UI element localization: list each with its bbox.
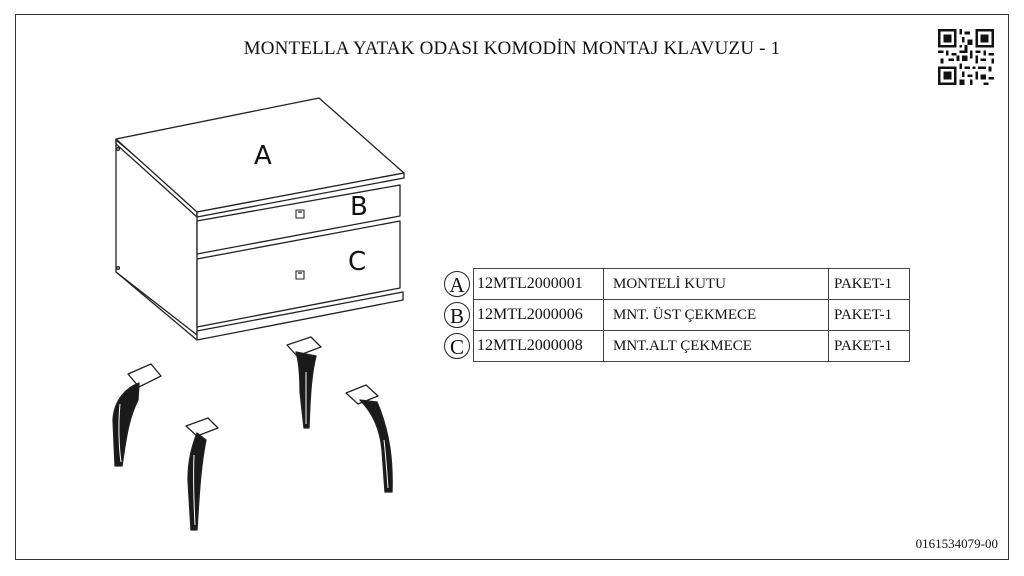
part-package: PAKET-1 (828, 330, 910, 362)
part-code: 12MTL2000006 (473, 299, 604, 331)
leg-2 (185, 417, 219, 531)
upper-drawer-knob (295, 209, 305, 219)
page-frame (15, 14, 1009, 560)
lower-drawer-knob (295, 270, 305, 280)
leg-1 (112, 363, 162, 467)
label-top-a: A (254, 141, 272, 171)
cabinet-top-edge (196, 172, 405, 218)
upper-drawer-front (196, 184, 401, 255)
part-name: MONTELİ KUTU (603, 268, 829, 300)
part-label-circle: C (444, 333, 470, 359)
part-code: 12MTL2000008 (473, 330, 604, 362)
part-package: PAKET-1 (828, 268, 910, 300)
part-label-circle: B (444, 302, 470, 328)
parts-list-table: A 12MTL2000001 MONTELİ KUTU PAKET-1 B 12… (441, 268, 910, 362)
table-row: A 12MTL2000001 MONTELİ KUTU PAKET-1 (441, 268, 910, 300)
part-code: 12MTL2000001 (473, 268, 604, 300)
part-name: MNT. ÜST ÇEKMECE (603, 299, 829, 331)
page-title: MONTELLA YATAK ODASI KOMODİN MONTAJ KLAV… (243, 38, 781, 59)
part-package: PAKET-1 (828, 299, 910, 331)
leg-4 (345, 384, 393, 493)
qr-code-icon (938, 29, 994, 85)
table-row: B 12MTL2000006 MNT. ÜST ÇEKMECE PAKET-1 (441, 299, 910, 331)
cabinet-plinth (196, 291, 404, 341)
label-lower-drawer-c: C (348, 247, 366, 277)
label-upper-drawer-b: B (350, 192, 368, 222)
part-label-circle: A (444, 271, 470, 297)
document-number: 0161534079-00 (915, 536, 998, 551)
table-row: C 12MTL2000008 MNT.ALT ÇEKMECE PAKET-1 (441, 330, 910, 362)
part-name: MNT.ALT ÇEKMECE (603, 330, 829, 362)
leg-3 (286, 336, 322, 429)
